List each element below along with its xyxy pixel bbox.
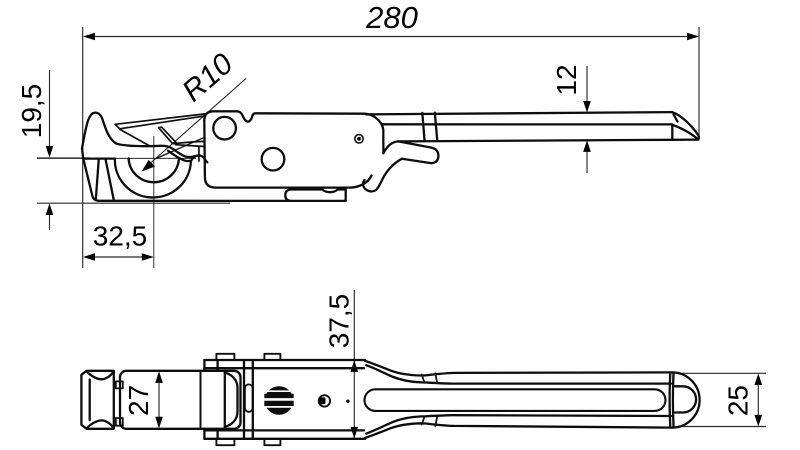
svg-text:280: 280 — [365, 0, 418, 35]
svg-text:27: 27 — [123, 385, 154, 416]
svg-text:19,5: 19,5 — [16, 84, 47, 139]
svg-text:32,5: 32,5 — [93, 221, 148, 252]
svg-text:37,5: 37,5 — [323, 294, 354, 349]
svg-text:25: 25 — [723, 385, 754, 416]
svg-text:12: 12 — [551, 64, 582, 95]
